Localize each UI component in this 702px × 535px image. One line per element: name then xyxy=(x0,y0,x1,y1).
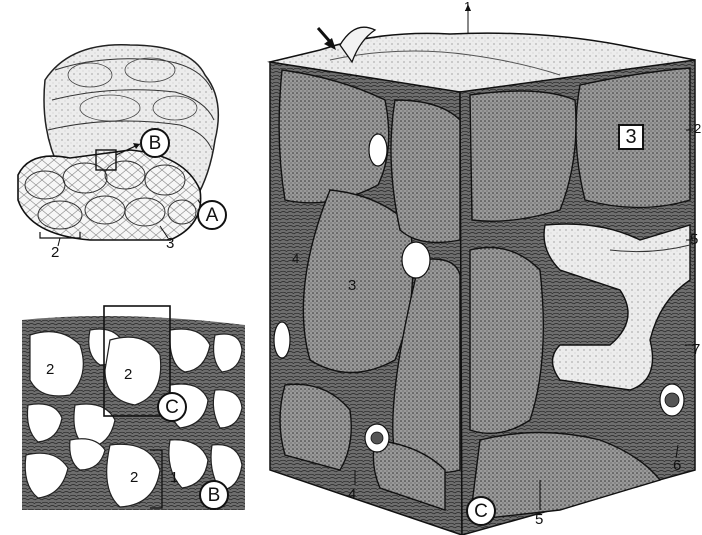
panel-b-marker: B xyxy=(140,128,170,158)
label-c-4-upper: 4 xyxy=(292,252,299,265)
panel-a-muscle-bundle xyxy=(18,45,218,246)
panel-c-marker: C xyxy=(157,392,187,422)
label-fascicle-3: 3 xyxy=(166,236,174,251)
label-fiber-2-boxed: 2 xyxy=(124,367,132,382)
label-c-3: 3 xyxy=(348,278,356,293)
label-c-3-boxed: 3 xyxy=(618,124,644,150)
label-endomysium-1: 1 xyxy=(170,470,178,485)
label-fiber-2-left: 2 xyxy=(46,362,54,377)
panel-c-fascicle-block xyxy=(270,4,695,535)
label-c-2: 2 xyxy=(694,122,701,135)
label-c-5-right: 5 xyxy=(690,232,698,247)
label-c-6: 6 xyxy=(673,458,681,473)
panel-a-label: A xyxy=(197,200,227,230)
label-fascicle-2: 2 xyxy=(51,245,59,260)
panel-b-label: B xyxy=(199,480,229,510)
label-c-1: 1 xyxy=(464,0,471,13)
label-c-5-bottom: 5 xyxy=(535,512,543,527)
panel-c-label: C xyxy=(466,496,496,526)
label-fiber-2-bottom: 2 xyxy=(130,470,138,485)
label-c-4-lower: 4 xyxy=(348,487,356,502)
label-c-7: 7 xyxy=(692,342,700,357)
